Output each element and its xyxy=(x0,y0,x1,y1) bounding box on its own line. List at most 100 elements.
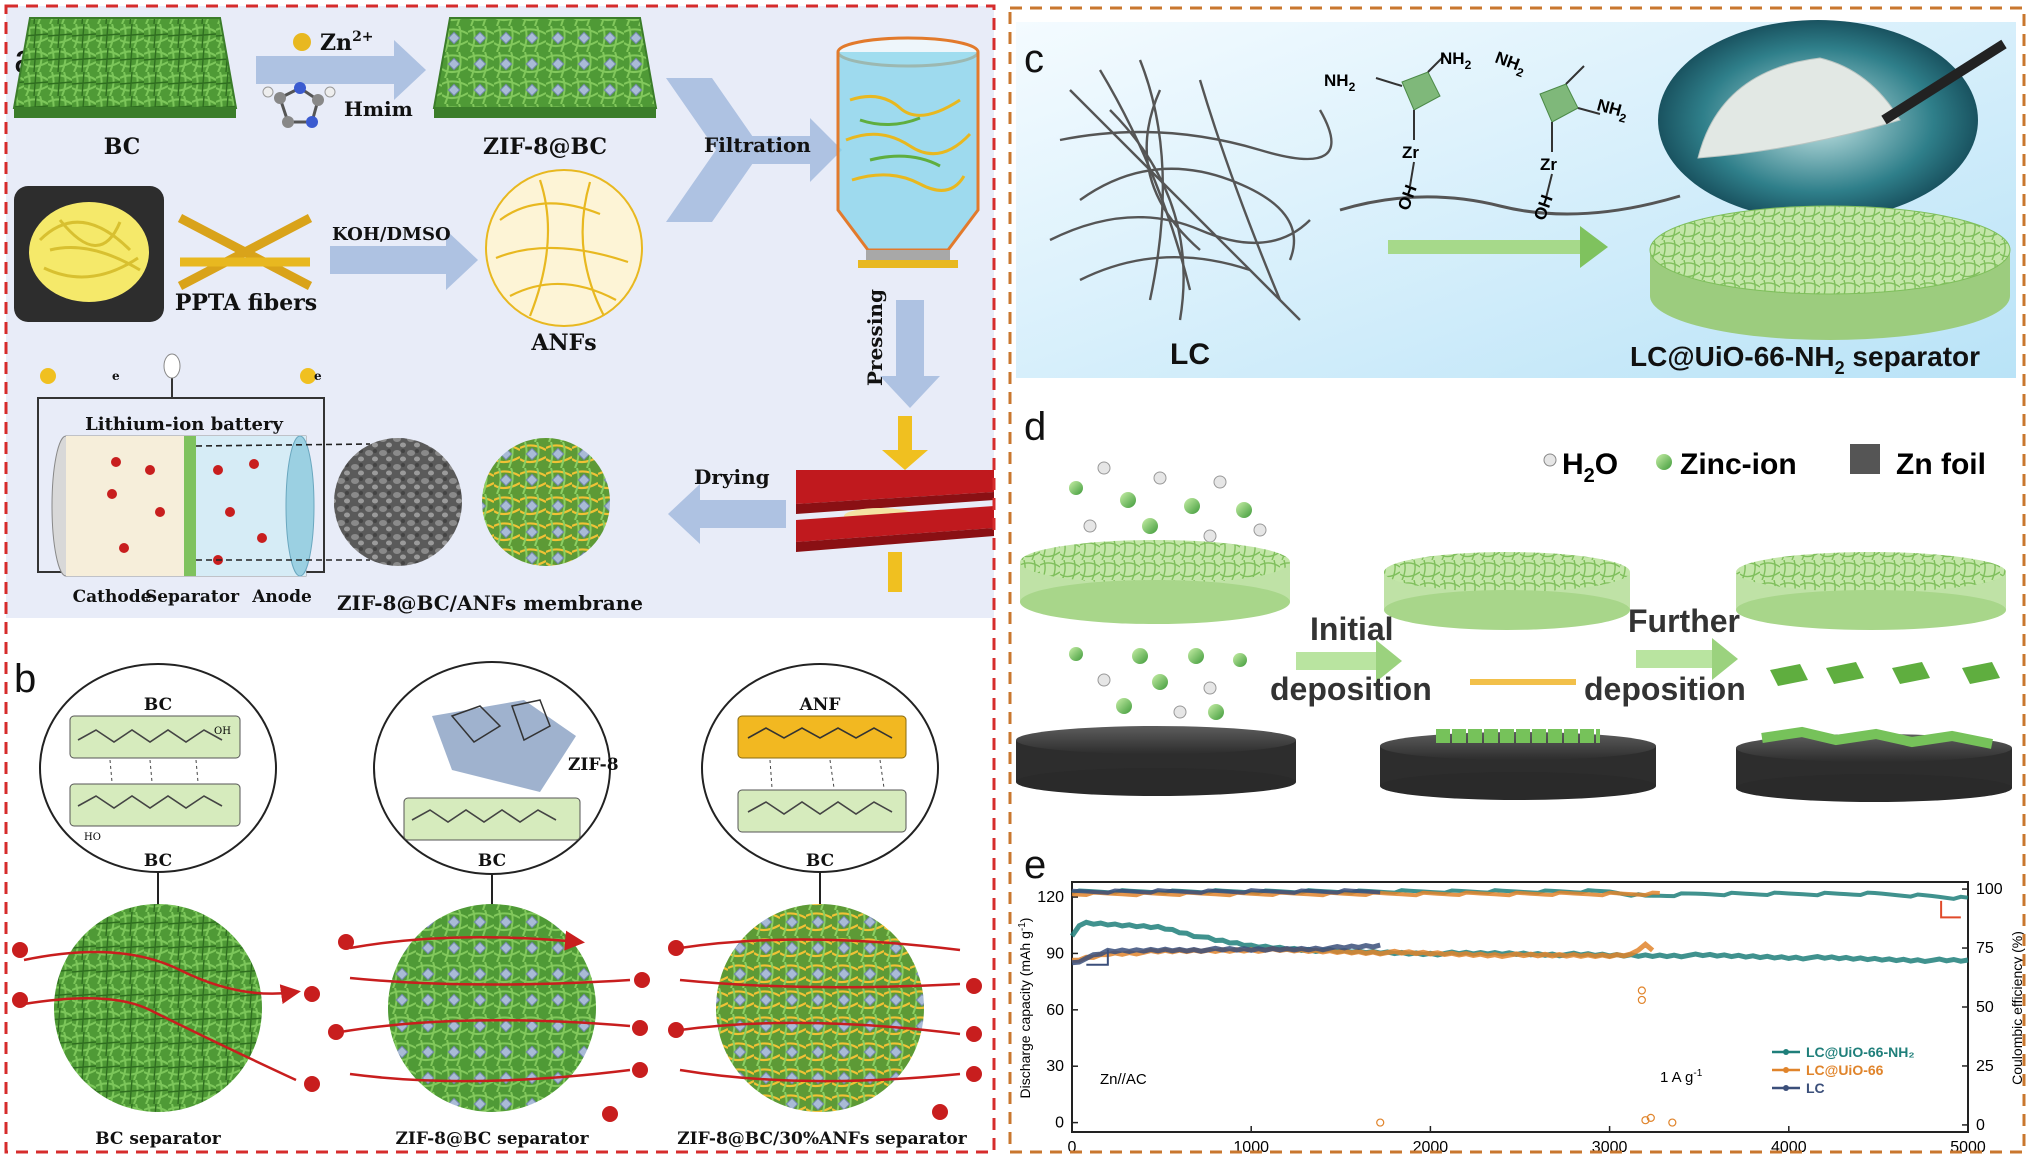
lithium-ion-battery xyxy=(37,353,325,577)
h2o-legend-icon xyxy=(1543,453,1557,467)
efficiency-outlier-point xyxy=(1637,995,1646,1005)
bc-mat xyxy=(12,17,238,118)
anf-zoom-bubble xyxy=(701,663,939,906)
panel-a: a BC Zn2+ Hmim ZIF-8@BC xyxy=(6,6,994,618)
zif8-bc-separator-label: ZIF-8@BC separator xyxy=(395,1129,589,1149)
zr-label-2: Zr xyxy=(1540,155,1557,174)
hmim-molecule-icon xyxy=(262,82,336,128)
y-right-tick-label: 0 xyxy=(1976,1117,1985,1134)
zif8-bc-separator-sphere xyxy=(388,904,596,1112)
filtration-arrow xyxy=(666,78,842,222)
legend-marker xyxy=(1783,1085,1789,1091)
drying-arrow xyxy=(668,484,786,544)
bc-separator-sphere xyxy=(54,904,262,1112)
ppta-label: PPTA fibers xyxy=(175,290,317,316)
further-label: Further xyxy=(1628,603,1740,639)
lc-label: LC xyxy=(1170,338,1210,371)
zif8-bc-label: ZIF-8@BC xyxy=(483,134,607,160)
zinc-ion-cloud-bottom xyxy=(1069,647,1247,720)
zif8-bc-zoom-bubble xyxy=(373,661,611,906)
legend-label: LC@UiO-66 xyxy=(1806,1062,1884,1078)
separator-photo xyxy=(1658,20,2007,220)
left-dashed-frame xyxy=(4,4,996,1154)
y-left-tick-label: 90 xyxy=(1046,945,1064,962)
zinc-ion-legend-icon xyxy=(1656,454,1672,470)
koh-dmso-label: KOH/DMSO xyxy=(332,224,451,245)
zif8-bc-mat xyxy=(432,17,658,118)
bc-right-label: BC xyxy=(806,851,834,871)
y-left-tick-label: 30 xyxy=(1046,1058,1064,1075)
zr-label-1: Zr xyxy=(1402,143,1419,162)
y-left-tick-label: 60 xyxy=(1046,1002,1064,1019)
membrane-label: ZIF-8@BC/ANFs membrane xyxy=(337,591,643,615)
plot-frame xyxy=(1071,881,1969,1133)
legend-marker xyxy=(1783,1049,1789,1055)
separator-disk-2 xyxy=(1384,552,1630,630)
further-arrow xyxy=(1636,638,1738,680)
right-dashed-frame xyxy=(1008,6,2026,1154)
uio-linker-molecules xyxy=(1339,55,1681,216)
zn-ion-label: Zn2+ xyxy=(320,29,374,56)
synthesis-arrow xyxy=(1388,226,1608,268)
pressing-arrow xyxy=(880,300,940,408)
y-right-tick-label: 25 xyxy=(1976,1058,1994,1075)
efficiency-outlier-point xyxy=(1641,1116,1650,1125)
panel-c: c LC NH2 NH2 NH2 NH2 Zr Zr OH OH xyxy=(1016,20,2016,378)
efficiency-outlier-point xyxy=(1646,1113,1655,1122)
efficiency-series-line xyxy=(1071,890,1660,898)
initial-label: Initial xyxy=(1310,611,1394,647)
y-right-tick-label: 50 xyxy=(1976,999,1994,1016)
separator-label: Separator xyxy=(145,587,240,607)
press-plates xyxy=(796,416,994,592)
anfs-circle xyxy=(485,169,643,327)
sem-image xyxy=(334,438,462,566)
zn-arrow xyxy=(256,40,426,100)
deposition-label-2: deposition xyxy=(1584,671,1746,707)
y-right-tick-label: 100 xyxy=(1976,881,2003,898)
y-axis-left-label: Discharge capacity (mAh g-1) xyxy=(1017,918,1033,1099)
right-axis-pointer xyxy=(1940,900,1961,919)
y-right-tick-label: 75 xyxy=(1976,940,1994,957)
anf-separator-sphere xyxy=(716,904,924,1112)
bc-ho-label: HO xyxy=(84,832,101,843)
zn-ion-icon xyxy=(293,33,311,51)
legend-label: LC xyxy=(1806,1080,1825,1096)
initial-arrow xyxy=(1296,640,1402,682)
efficiency-outlier-point xyxy=(1376,1118,1385,1127)
legend-marker xyxy=(1783,1067,1789,1073)
ppta-fibers-icon xyxy=(177,214,313,290)
anf-label: ANF xyxy=(799,695,841,715)
zn-ac-annotation: Zn//AC xyxy=(1100,1071,1147,1088)
filtration-funnel xyxy=(836,36,980,268)
koh-arrow xyxy=(330,230,478,290)
panel-d: d H2O Zinc-ion Zn foil xyxy=(1016,405,2012,802)
anfs-label: ANFs xyxy=(530,330,596,356)
lc-uio-separator-label: LC@UiO-66-NH2 separator xyxy=(1630,341,1980,378)
nh2-label-1: NH2 xyxy=(1324,71,1356,94)
zn-foil-legend-label: Zn foil xyxy=(1896,448,1986,481)
h2o-legend-label: H2O xyxy=(1562,448,1618,487)
bc-bottom-label: BC xyxy=(144,851,172,871)
zn-foil-disk-2 xyxy=(1380,729,1656,800)
pressing-label: Pressing xyxy=(863,289,887,386)
drying-label: Drying xyxy=(694,465,770,489)
electron-right-label: e xyxy=(314,369,322,383)
ppta-photo xyxy=(14,186,164,322)
zn-foil-legend-icon xyxy=(1850,444,1880,474)
zinc-plates-floating xyxy=(1770,662,2000,686)
zn-foil-disk-1 xyxy=(1016,726,1296,796)
zif8-label: ZIF-8 xyxy=(568,755,619,775)
deposition-label-1: deposition xyxy=(1270,671,1432,707)
zoom-line-top xyxy=(195,443,371,447)
bc-separator-label: BC separator xyxy=(95,1129,222,1149)
x-tick-label: 0 xyxy=(1068,1139,1077,1156)
bc-zoom-bubble xyxy=(39,663,277,906)
electron-left-label: e xyxy=(112,369,120,383)
separator-disk-3 xyxy=(1736,552,2006,630)
ion-path xyxy=(23,950,301,1005)
bc-oh-label: OH xyxy=(214,726,231,737)
panel-c-letter: c xyxy=(1024,37,1044,81)
legend-label: LC@UiO-66-NH₂ xyxy=(1806,1044,1915,1060)
